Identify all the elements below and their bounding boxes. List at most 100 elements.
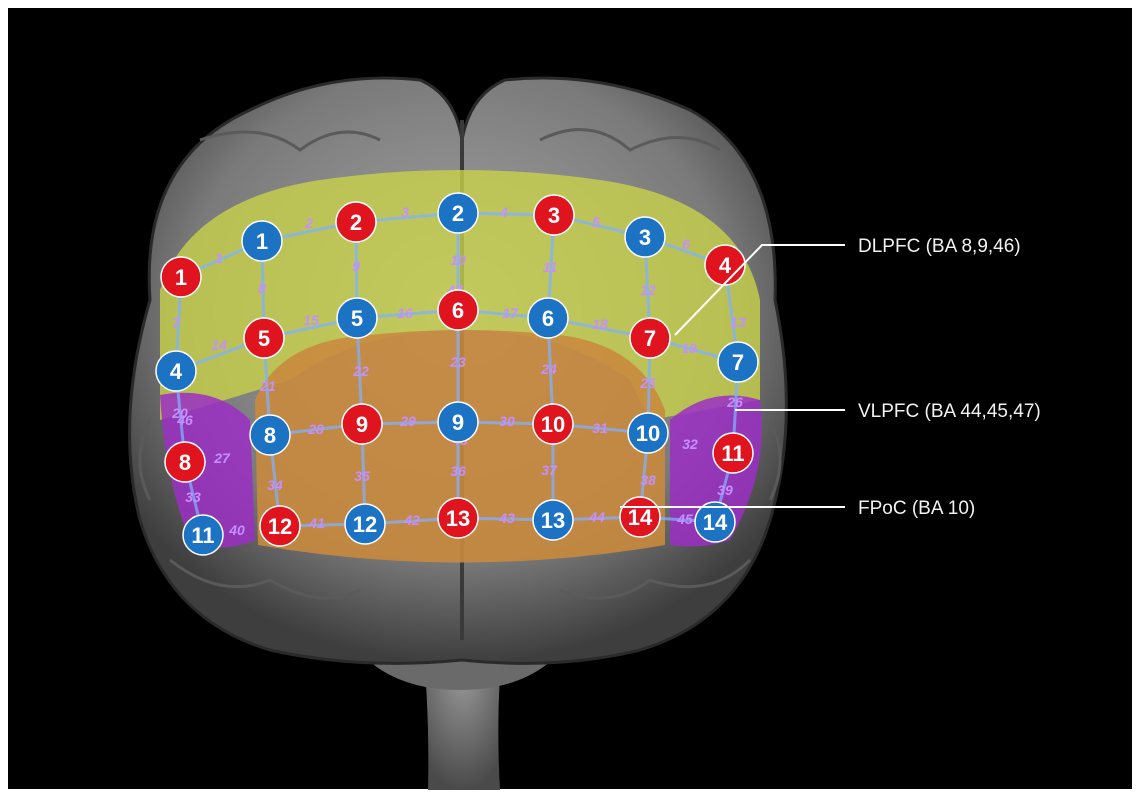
source-optode-8: 8 [165, 442, 205, 482]
channel-label: 2 [304, 215, 313, 231]
region-label-vlpfc: VLPFC (BA 44,45,47) [858, 401, 1041, 422]
detector-label: 4 [170, 359, 183, 384]
channel-label: 44 [588, 509, 605, 525]
source-optode-1: 1 [161, 257, 201, 297]
channel-label: 21 [259, 378, 276, 394]
channel-label: 22 [352, 363, 369, 379]
channel-label: 41 [308, 515, 325, 531]
channel-label: 6 [682, 236, 690, 252]
channel-label: 16 [397, 305, 413, 321]
channel-label: 10 [450, 252, 466, 268]
channel-label: 27 [213, 450, 231, 466]
region-label-fpoc: FPoC (BA 10) [858, 498, 975, 519]
source-label: 14 [628, 505, 653, 530]
detector-label: 13 [541, 508, 565, 533]
source-optode-4: 4 [705, 245, 745, 285]
channel-label: 31 [592, 420, 608, 436]
region-label-dlpfc: DLPFC (BA 8,9,46) [858, 236, 1021, 257]
channel-label: 32 [682, 436, 698, 452]
channel-label: 24 [540, 361, 557, 377]
channel-label: 35 [354, 468, 370, 484]
source-label: 2 [350, 210, 362, 235]
detector-label: 9 [452, 410, 464, 435]
channel-label: 36 [450, 463, 466, 479]
detector-optode-13: 13 [533, 500, 573, 540]
channel-label: 11 [543, 259, 558, 275]
detector-optode-9: 9 [438, 402, 478, 442]
channel-label: 18 [592, 316, 608, 332]
source-optode-2: 2 [336, 202, 376, 242]
detector-optode-12: 12 [345, 504, 385, 544]
channel-label: 19 [681, 340, 697, 356]
source-optode-11: 11 [713, 433, 753, 473]
channel-label: 33 [185, 489, 201, 505]
channel-label: 14 [211, 337, 227, 353]
source-optode-7: 7 [630, 318, 670, 358]
channel-label: 39 [717, 482, 733, 498]
channel-label: 42 [403, 512, 420, 528]
source-label: 9 [356, 412, 368, 437]
channel-label: 37 [541, 462, 558, 478]
source-label: 11 [721, 441, 744, 466]
channel-label: 23 [449, 354, 466, 370]
channel-label: 7 [172, 315, 181, 331]
detector-optode-1: 1 [242, 221, 282, 261]
channel-label: 13 [730, 314, 746, 330]
detector-optode-6: 6 [528, 298, 568, 338]
channel-label: 3 [401, 204, 409, 220]
channel-label: 8 [258, 280, 266, 296]
source-optode-3: 3 [534, 195, 574, 235]
channel-label: 29 [399, 413, 416, 429]
source-optode-5: 5 [244, 318, 284, 358]
channel-label: 17 [502, 305, 519, 321]
detector-optode-3: 3 [625, 217, 665, 257]
detector-label: 8 [264, 423, 276, 448]
detector-label: 10 [636, 421, 660, 446]
source-optode-14: 14 [620, 497, 660, 537]
channel-label: 1 [215, 250, 223, 266]
channel-label: 9 [352, 258, 360, 274]
source-optode-12: 12 [260, 506, 300, 546]
channel-label: 40 [228, 522, 245, 538]
channel-label: 5 [592, 214, 600, 230]
channel-label: 12 [640, 282, 656, 298]
source-label: 6 [452, 298, 464, 323]
detector-optode-4: 4 [156, 351, 196, 391]
detector-optode-5: 5 [337, 298, 377, 338]
source-optode-9: 9 [342, 404, 382, 444]
channel-label: 38 [640, 472, 656, 488]
channel-label: 4 [499, 204, 508, 220]
detector-label: 2 [452, 201, 464, 226]
detector-label: 7 [732, 350, 744, 375]
detector-label: 12 [353, 512, 377, 537]
detector-label: 6 [542, 306, 554, 331]
channel-label: 46 [176, 412, 193, 428]
detector-optode-8: 8 [250, 415, 290, 455]
detector-label: 14 [703, 510, 728, 535]
channel-label: 43 [498, 510, 515, 526]
source-label: 4 [719, 253, 732, 278]
detector-optode-7: 7 [718, 342, 758, 382]
source-optode-10: 10 [533, 404, 573, 444]
channel-label: 25 [639, 375, 656, 391]
channel-label: 34 [267, 477, 283, 493]
detector-label: 11 [191, 523, 214, 548]
source-label: 5 [258, 326, 270, 351]
channel-label: 45 [676, 511, 693, 527]
source-optode-13: 13 [438, 498, 478, 538]
source-label: 13 [446, 506, 470, 531]
channel-label: 30 [499, 413, 515, 429]
source-label: 8 [179, 450, 191, 475]
channel-label: 26 [726, 394, 743, 410]
channel-label: 28 [307, 421, 324, 437]
source-label: 7 [644, 326, 656, 351]
source-label: 3 [548, 203, 560, 228]
source-label: 12 [268, 514, 292, 539]
detector-label: 3 [639, 225, 651, 250]
detector-optode-10: 10 [628, 413, 668, 453]
detector-optode-2: 2 [438, 193, 478, 233]
detector-optode-11: 11 [183, 515, 223, 555]
detector-label: 1 [256, 229, 268, 254]
source-optode-6: 6 [438, 290, 478, 330]
